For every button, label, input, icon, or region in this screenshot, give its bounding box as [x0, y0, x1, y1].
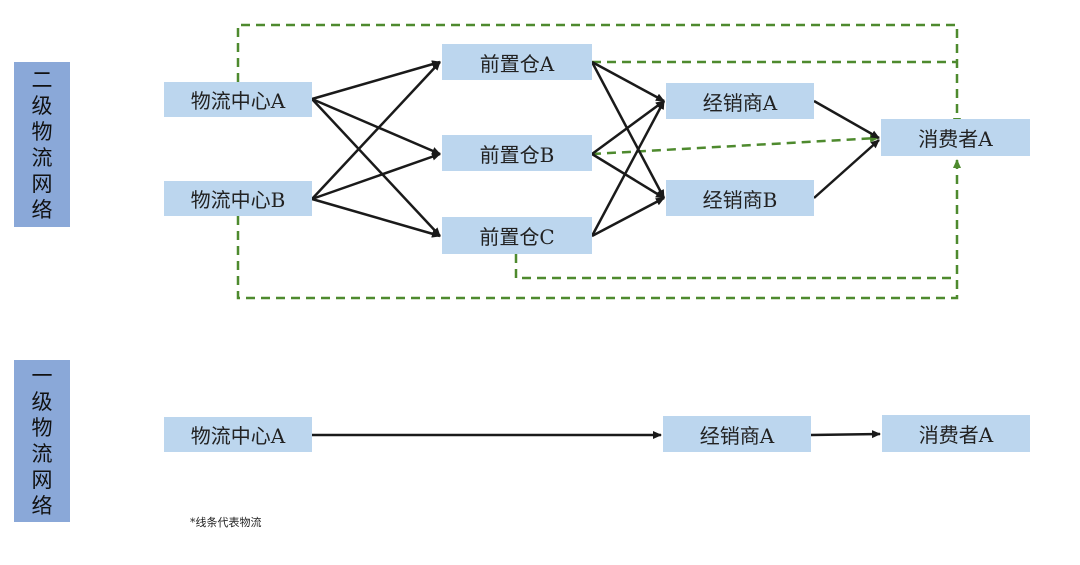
- edge-dist-a-consumer: [813, 99, 880, 140]
- node-distributor-a: 经销商A: [666, 83, 814, 119]
- node-distributor-b: 经销商B: [666, 180, 814, 216]
- node-front-warehouse-a: 前置仓A: [442, 44, 592, 80]
- node-front-warehouse-b: 前置仓B: [442, 135, 592, 171]
- node-logistics-center-a: 物流中心A: [164, 82, 312, 117]
- dashed-route-dc-b-to-consumer: [236, 159, 961, 300]
- node-lower-logistics-center-a: 物流中心A: [164, 417, 312, 452]
- edge-dc-b-fw-a: [311, 61, 441, 200]
- edge-dc-b-fw-b: [311, 152, 441, 201]
- node-front-warehouse-c: 前置仓C: [442, 217, 592, 254]
- node-consumer-a: 消费者A: [881, 119, 1030, 156]
- node-lower-distributor-a: 经销商A: [663, 416, 811, 452]
- edge-fw-a-dist-b: [590, 61, 666, 199]
- section-label-two-tier-text: 二级物流网络: [31, 67, 53, 222]
- edge-lower-dist-consumer: [810, 430, 881, 439]
- edge-fw-c-dist-a: [590, 100, 666, 237]
- edge-dc-a-fw-c: [311, 98, 441, 237]
- edge-fw-b-dist-a: [591, 99, 665, 156]
- edge-dc-a-fw-b: [311, 97, 441, 156]
- section-label-one-tier: 一级物流网络: [14, 360, 70, 522]
- section-label-one-tier-text: 一级物流网络: [31, 364, 53, 518]
- dashed-route-dc-a-to-consumer: [236, 23, 961, 127]
- footnote: *线条代表物流: [190, 516, 262, 529]
- dashed-route-fw-c-to-consumer: [514, 254, 957, 280]
- edge-dc-a-fw-a: [311, 60, 441, 101]
- edge-dist-b-consumer: [813, 139, 880, 199]
- edge-fw-c-dist-b: [591, 196, 665, 238]
- node-logistics-center-b: 物流中心B: [164, 181, 312, 216]
- node-lower-consumer-a: 消费者A: [882, 415, 1030, 452]
- solid-routes: [311, 60, 881, 439]
- edge-fw-b-dist-b: [591, 152, 665, 200]
- edge-fw-a-dist-a: [591, 60, 665, 103]
- edge-dc-b-fw-c: [311, 197, 441, 238]
- section-label-two-tier: 二级物流网络: [14, 62, 70, 227]
